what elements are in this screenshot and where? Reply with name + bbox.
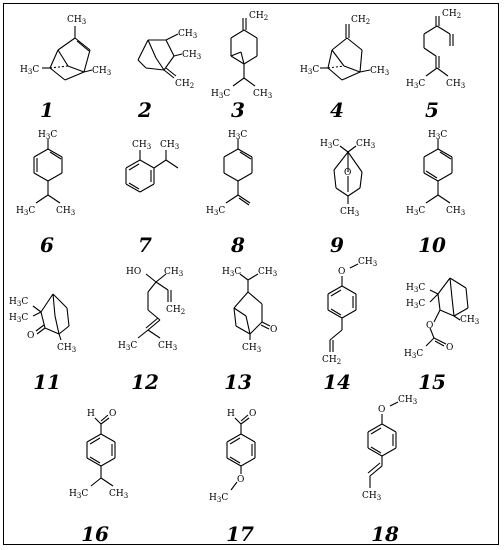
structure-10: H3C H3C CH3 [406,130,465,217]
label-13a: H3C [222,267,241,278]
compound-number-3: 3 [231,98,245,122]
label-2c: CH2 [175,79,194,90]
structure-15: H3C H3C CH3 O H3C O [404,277,479,360]
compound-number-6: 6 [40,233,54,257]
label-3a: CH2 [249,11,268,22]
label-6a: H3C [38,130,57,141]
label-1a: CH3 [67,15,86,26]
label-9d: CH3 [340,207,359,218]
label-4c: CH3 [370,66,389,77]
label-1c: CH3 [92,66,111,77]
label-2b: CH3 [182,50,201,61]
label-10a: H3C [428,130,447,141]
structure-11: H3C H3C O CH3 [9,293,76,354]
structure-16: H O H3C CH3 [69,409,128,500]
compound-number-12: 12 [131,370,159,394]
label-10c: CH3 [446,206,465,217]
label-16b: O [109,409,116,419]
label-15d: O [426,321,433,331]
label-7b: CH3 [160,140,179,151]
compound-number-11: 11 [33,370,61,394]
label-15a: H3C [406,283,425,294]
label-17a: H [227,409,235,419]
structure-17: H O H3C O [209,409,256,504]
structure-8: H3C H3C [206,130,253,217]
label-11d: CH3 [57,343,76,354]
structure-12: HO CH3 CH2 H3C CH3 [118,267,185,352]
label-8b: H3C [206,206,225,217]
compound-number-7: 7 [138,233,152,257]
label-15c: CH3 [460,315,479,326]
structure-7: CH3 CH3 [125,140,179,193]
label-5c: CH3 [446,79,465,90]
label-16a: H [87,409,95,419]
label-11c: O [27,331,34,341]
structure-14: O CH3 CH2 [322,257,377,366]
label-6c: CH3 [56,206,75,217]
compound-number-10: 10 [418,233,446,257]
label-12b: CH3 [164,267,183,278]
label-9c: O [344,168,351,178]
label-1b: H3C [20,65,39,76]
label-14a: O [338,267,345,277]
label-13b: CH3 [258,267,277,278]
label-12e: CH3 [158,341,177,352]
label-9b: CH3 [356,139,375,150]
compound-number-17: 17 [226,522,254,546]
structure-2: CH3 CH3 CH2 [137,29,201,90]
compound-number-1: 1 [40,98,54,122]
label-11a: H3C [9,297,28,308]
label-15f: O [446,343,453,353]
label-3b: H3C [211,89,230,100]
label-11b: H3C [9,313,28,324]
compound-number-16: 16 [81,522,109,546]
label-5b: H3C [406,79,425,90]
structure-5: CH2 H3C CH3 [406,9,465,90]
figure-frame [3,3,499,545]
label-4a: CH2 [351,15,370,26]
label-10b: H3C [406,206,425,217]
label-18c: CH3 [362,491,381,502]
label-18a: O [378,405,385,415]
label-7a: CH3 [132,140,151,151]
label-17b: O [249,409,256,419]
compound-number-9: 9 [330,233,344,257]
label-5a: CH2 [442,9,461,20]
label-16d: CH3 [109,489,128,500]
compound-number-8: 8 [231,233,245,257]
label-3c: CH3 [253,89,272,100]
structure-13: H3C CH3 CH3 O [222,267,277,354]
label-14b: CH3 [358,257,377,268]
compound-number-5: 5 [425,98,439,122]
label-15b: H3C [406,299,425,310]
compound-number-13: 13 [224,370,252,394]
compound-number-18: 18 [371,522,399,546]
structure-4: CH2 H3C CH3 [300,15,389,81]
label-18b: CH3 [398,395,417,406]
compound-number-4: 4 [330,98,344,122]
label-16c: H3C [69,489,88,500]
label-17c: H3C [209,493,228,504]
compound-number-2: 2 [138,98,152,122]
compound-number-14: 14 [323,370,351,394]
label-4b: H3C [300,65,319,76]
label-13c: CH3 [242,343,261,354]
label-9a: H3C [320,139,339,150]
structure-9: H3C CH3 O CH3 [320,139,375,218]
label-8a: H3C [228,130,247,141]
label-6b: H3C [16,206,35,217]
compound-number-15: 15 [418,370,446,394]
structure-18: O CH3 CH3 [362,395,417,502]
label-12c: CH2 [166,305,185,316]
label-17d: O [237,475,244,485]
label-13d: O [270,325,277,335]
label-2a: CH3 [178,29,197,40]
structure-1: CH3 H3C CH3 [20,15,111,81]
label-12d: H3C [118,341,137,352]
structure-3: CH2 H3C CH3 [211,11,272,100]
label-14c: CH2 [322,355,341,366]
label-15e: H3C [404,349,423,360]
structure-6: H3C H3C CH3 [16,130,75,217]
label-12a: HO [126,267,141,277]
